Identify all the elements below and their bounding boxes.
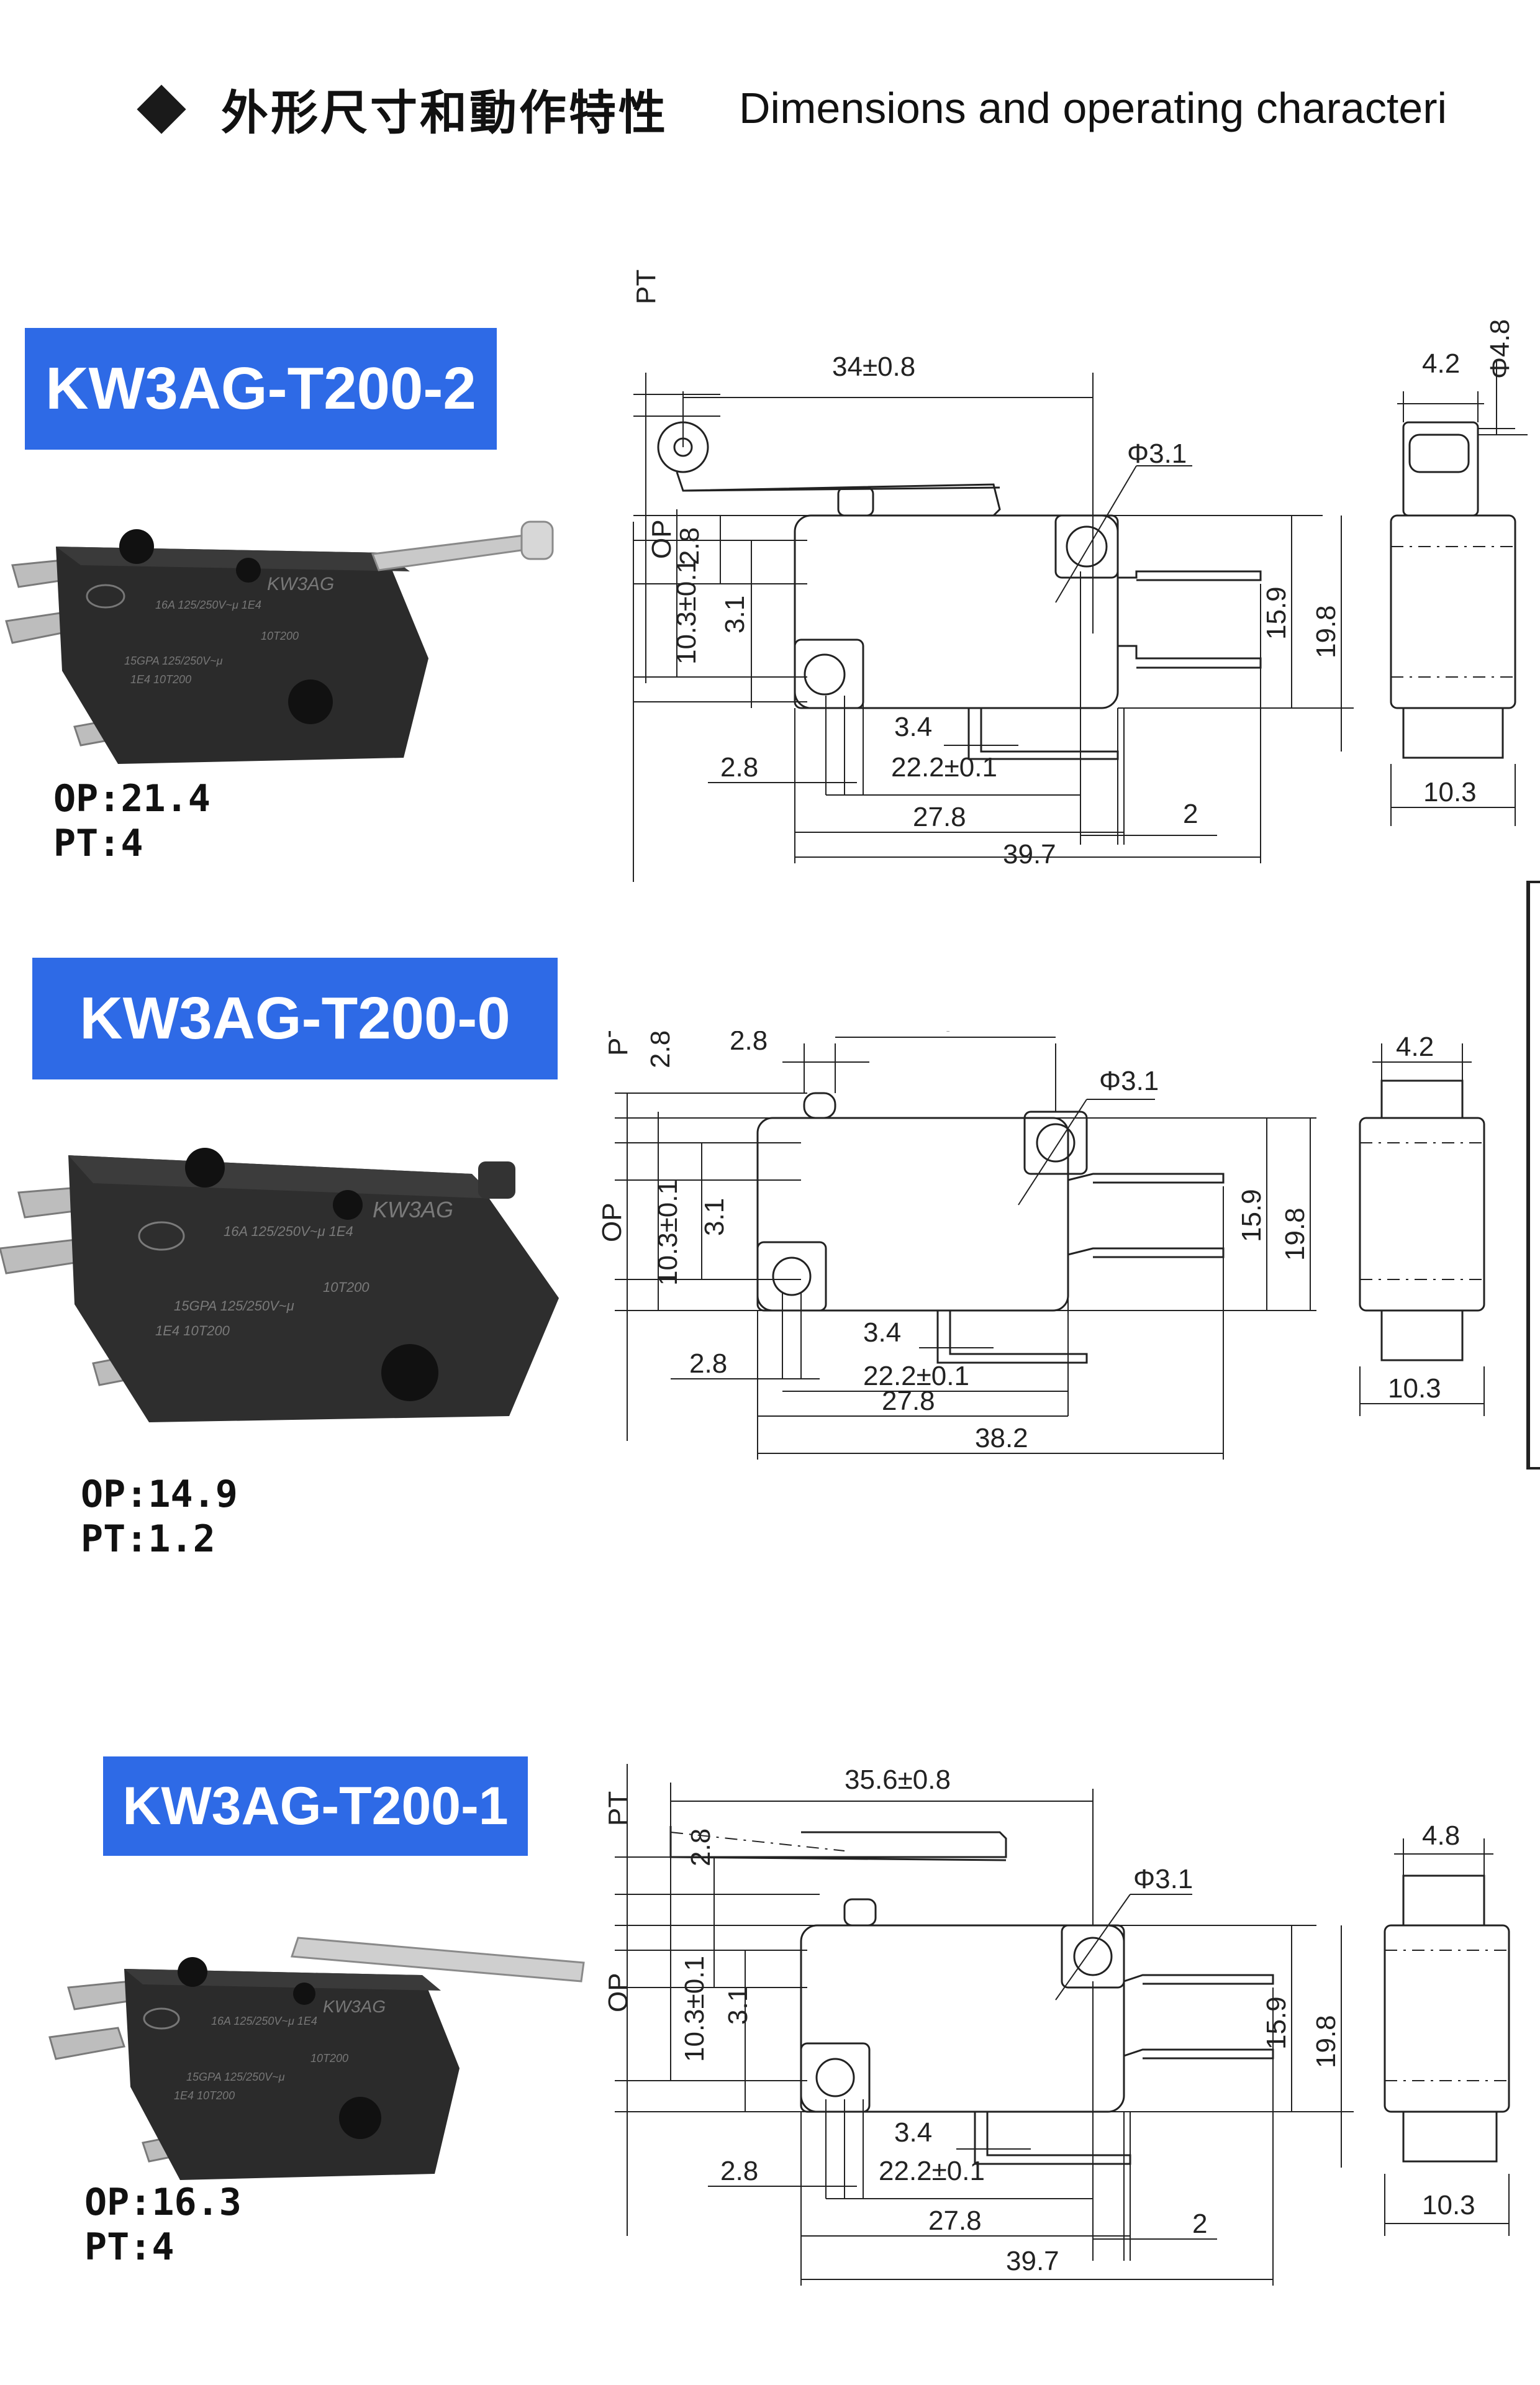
dim-h5: 19.8: [1311, 605, 1341, 658]
dim-h5: 19.8: [1311, 2015, 1341, 2068]
dim-b2: 2.8: [689, 1348, 727, 1379]
dim-side-top: 4.2: [1422, 348, 1460, 379]
dim-hole-dia: Φ3.1: [1127, 438, 1187, 469]
dim-h3: 3.1: [720, 596, 750, 634]
dim-h4: 15.9: [1261, 586, 1292, 640]
photo-mark-brand: KW3AG: [373, 1197, 453, 1222]
op-value: OP:16.3: [84, 2181, 242, 2224]
dim-top-b: 20.2: [925, 1031, 979, 1037]
dim-side-top: 4.2: [1396, 1032, 1434, 1062]
cqc-mark-icon: [138, 1221, 185, 1251]
dim-h1: 2.8: [686, 1828, 716, 1866]
dim-b6: 39.7: [1006, 2246, 1059, 2276]
photo-mark-rating-2: 15GPA 125/250V~μ: [174, 1298, 294, 1314]
dim-width-lever: 34±0.8: [832, 352, 915, 382]
dim-side-bottom: 10.3: [1388, 1373, 1441, 1404]
photo-mark-brand: KW3AG: [323, 1997, 386, 2016]
dim-b2: 2.8: [720, 2156, 758, 2186]
dim-h4: 15.9: [1236, 1189, 1267, 1242]
op-pt-values: OP:21.4 PT:4: [53, 776, 211, 866]
photo-mark-temp: 10T200: [261, 630, 299, 642]
photo-mark-rating: 16A 125/250V~μ 1E4: [211, 2015, 317, 2027]
dim-b1: 3.4: [894, 2117, 932, 2148]
dim-h1: 2.8: [645, 1031, 676, 1068]
dim-hole-dia: Φ3.1: [1133, 1864, 1193, 1894]
dim-b3: 22.2±0.1: [879, 2156, 985, 2186]
dim-h3: 3.1: [699, 1198, 730, 1236]
dim-h3: 3.1: [723, 1987, 753, 2025]
photo-mark-temp: 10T200: [310, 2052, 348, 2065]
dim-b5: 2: [1192, 2209, 1207, 2239]
section-t200-0: KW3AG-T200-0 KW3AG 16A 125/250V~μ 1E4 15…: [0, 683, 1540, 1561]
dim-side-bottom: 10.3: [1422, 2190, 1475, 2220]
cqc-mark-icon: [86, 584, 125, 609]
photo-mark-temp: 10T200: [323, 1279, 369, 1295]
photo-mark-cycles: 1E4 10T200: [155, 1323, 230, 1338]
dim-width-lever: 35.6±0.8: [845, 1765, 951, 1795]
page-header: 外形尺寸和動作特性 Dimensions and operating chara…: [0, 0, 1540, 224]
dim-b3: 22.2±0.1: [891, 752, 997, 783]
dimension-drawing: 34±0.8 Φ3.1 2.8 10.3±0.1 3.1 15.9 19.8 O…: [631, 270, 1528, 882]
dim-h2: 10.3±0.1: [679, 1956, 710, 2062]
model-title-text: KW3AG-T200-1: [122, 1776, 509, 1836]
dim-side-top: 4.8: [1422, 1820, 1460, 1851]
header-title-cn: 外形尺寸和動作特性: [221, 85, 668, 140]
photo-mark-brand: KW3AG: [267, 574, 334, 594]
photo-mark-rating-2: 15GPA 125/250V~μ: [186, 2071, 285, 2083]
pt-value: PT:4: [53, 822, 143, 865]
dim-b3: 22.2±0.1: [863, 1361, 969, 1391]
photo-mark-cycles: 1E4 10T200: [130, 673, 191, 686]
model-title: KW3AG-T200-1: [103, 1756, 528, 1856]
dim-h4: 15.9: [1261, 1996, 1292, 2050]
dim-pt: PT: [631, 270, 661, 304]
switch-photo: KW3AG 16A 125/250V~μ 1E4 15GPA 125/250V~…: [5, 520, 554, 764]
op-pt-values: OP:16.3 PT:4: [84, 2180, 242, 2269]
section-t200-2: KW3AG-T200-2 KW3AG 16A 125/250V~μ 1E4 15…: [0, 0, 1540, 882]
right-edge-frame: [1526, 881, 1540, 1470]
dim-b4: 27.8: [882, 1386, 935, 1416]
dim-b1: 3.4: [894, 712, 932, 742]
dim-b4: 27.8: [928, 2206, 982, 2236]
dim-hole-dia: Φ3.1: [1099, 1066, 1159, 1096]
header-title-en: Dimensions and operating characteri: [739, 84, 1447, 132]
dimension-drawing: 2.8 20.2 Φ3.1 PT 2.8 OP 10.3±0.1 3.1 15.…: [597, 1031, 1485, 1460]
dim-pt: PT: [603, 1791, 633, 1826]
dim-h1: 2.8: [674, 527, 705, 565]
photo-mark-cycles: 1E4 10T200: [174, 2089, 235, 2102]
dim-side-dia: Φ4.8: [1485, 319, 1515, 379]
dim-b5: 2: [1183, 799, 1198, 829]
model-title-text: KW3AG-T200-0: [79, 985, 510, 1052]
op-pt-values: OP:14.9 PT:1.2: [81, 1472, 238, 1561]
dimension-drawing: 35.6±0.8 Φ3.1 PT 2.8 OP 10.3±0.1 3.1 15.…: [603, 1764, 1510, 2286]
dim-h2: 10.3±0.1: [671, 558, 702, 665]
photo-mark-rating: 16A 125/250V~μ 1E4: [224, 1224, 353, 1239]
dim-b4: 27.8: [913, 802, 966, 832]
model-title-text: KW3AG-T200-2: [45, 355, 476, 422]
dim-b1: 3.4: [863, 1317, 901, 1348]
dim-b6: 39.7: [1003, 839, 1056, 870]
dim-pt: PT: [603, 1031, 633, 1056]
dim-op: OP: [646, 519, 677, 559]
pt-value: PT:1.2: [81, 1517, 215, 1561]
dim-op: OP: [603, 1973, 633, 2012]
model-title: KW3AG-T200-2: [25, 328, 497, 450]
dim-side-bottom: 10.3: [1423, 777, 1477, 807]
dim-h5: 19.8: [1280, 1207, 1310, 1261]
dim-h2: 10.3±0.1: [653, 1179, 683, 1286]
op-value: OP:14.9: [81, 1473, 238, 1516]
dim-b2: 2.8: [720, 752, 758, 783]
dim-op: OP: [597, 1202, 627, 1242]
cqc-mark-icon: [143, 2007, 180, 2030]
op-value: OP:21.4: [53, 777, 211, 820]
photo-mark-rating-2: 15GPA 125/250V~μ: [124, 655, 223, 667]
model-title: KW3AG-T200-0: [32, 958, 558, 1079]
switch-photo: KW3AG 16A 125/250V~μ 1E4 15GPA 125/250V~…: [0, 1148, 559, 1422]
photo-mark-rating: 16A 125/250V~μ 1E4: [155, 599, 261, 611]
section-t200-1: KW3AG-T200-1 KW3AG 16A 125/250V~μ 1E4 15…: [0, 1615, 1540, 2298]
pt-value: PT:4: [84, 2225, 174, 2269]
dim-b6: 38.2: [975, 1423, 1028, 1453]
dim-top-a: 2.8: [730, 1031, 768, 1056]
switch-photo: KW3AG 16A 125/250V~μ 1E4 15GPA 125/250V~…: [48, 1937, 585, 2180]
